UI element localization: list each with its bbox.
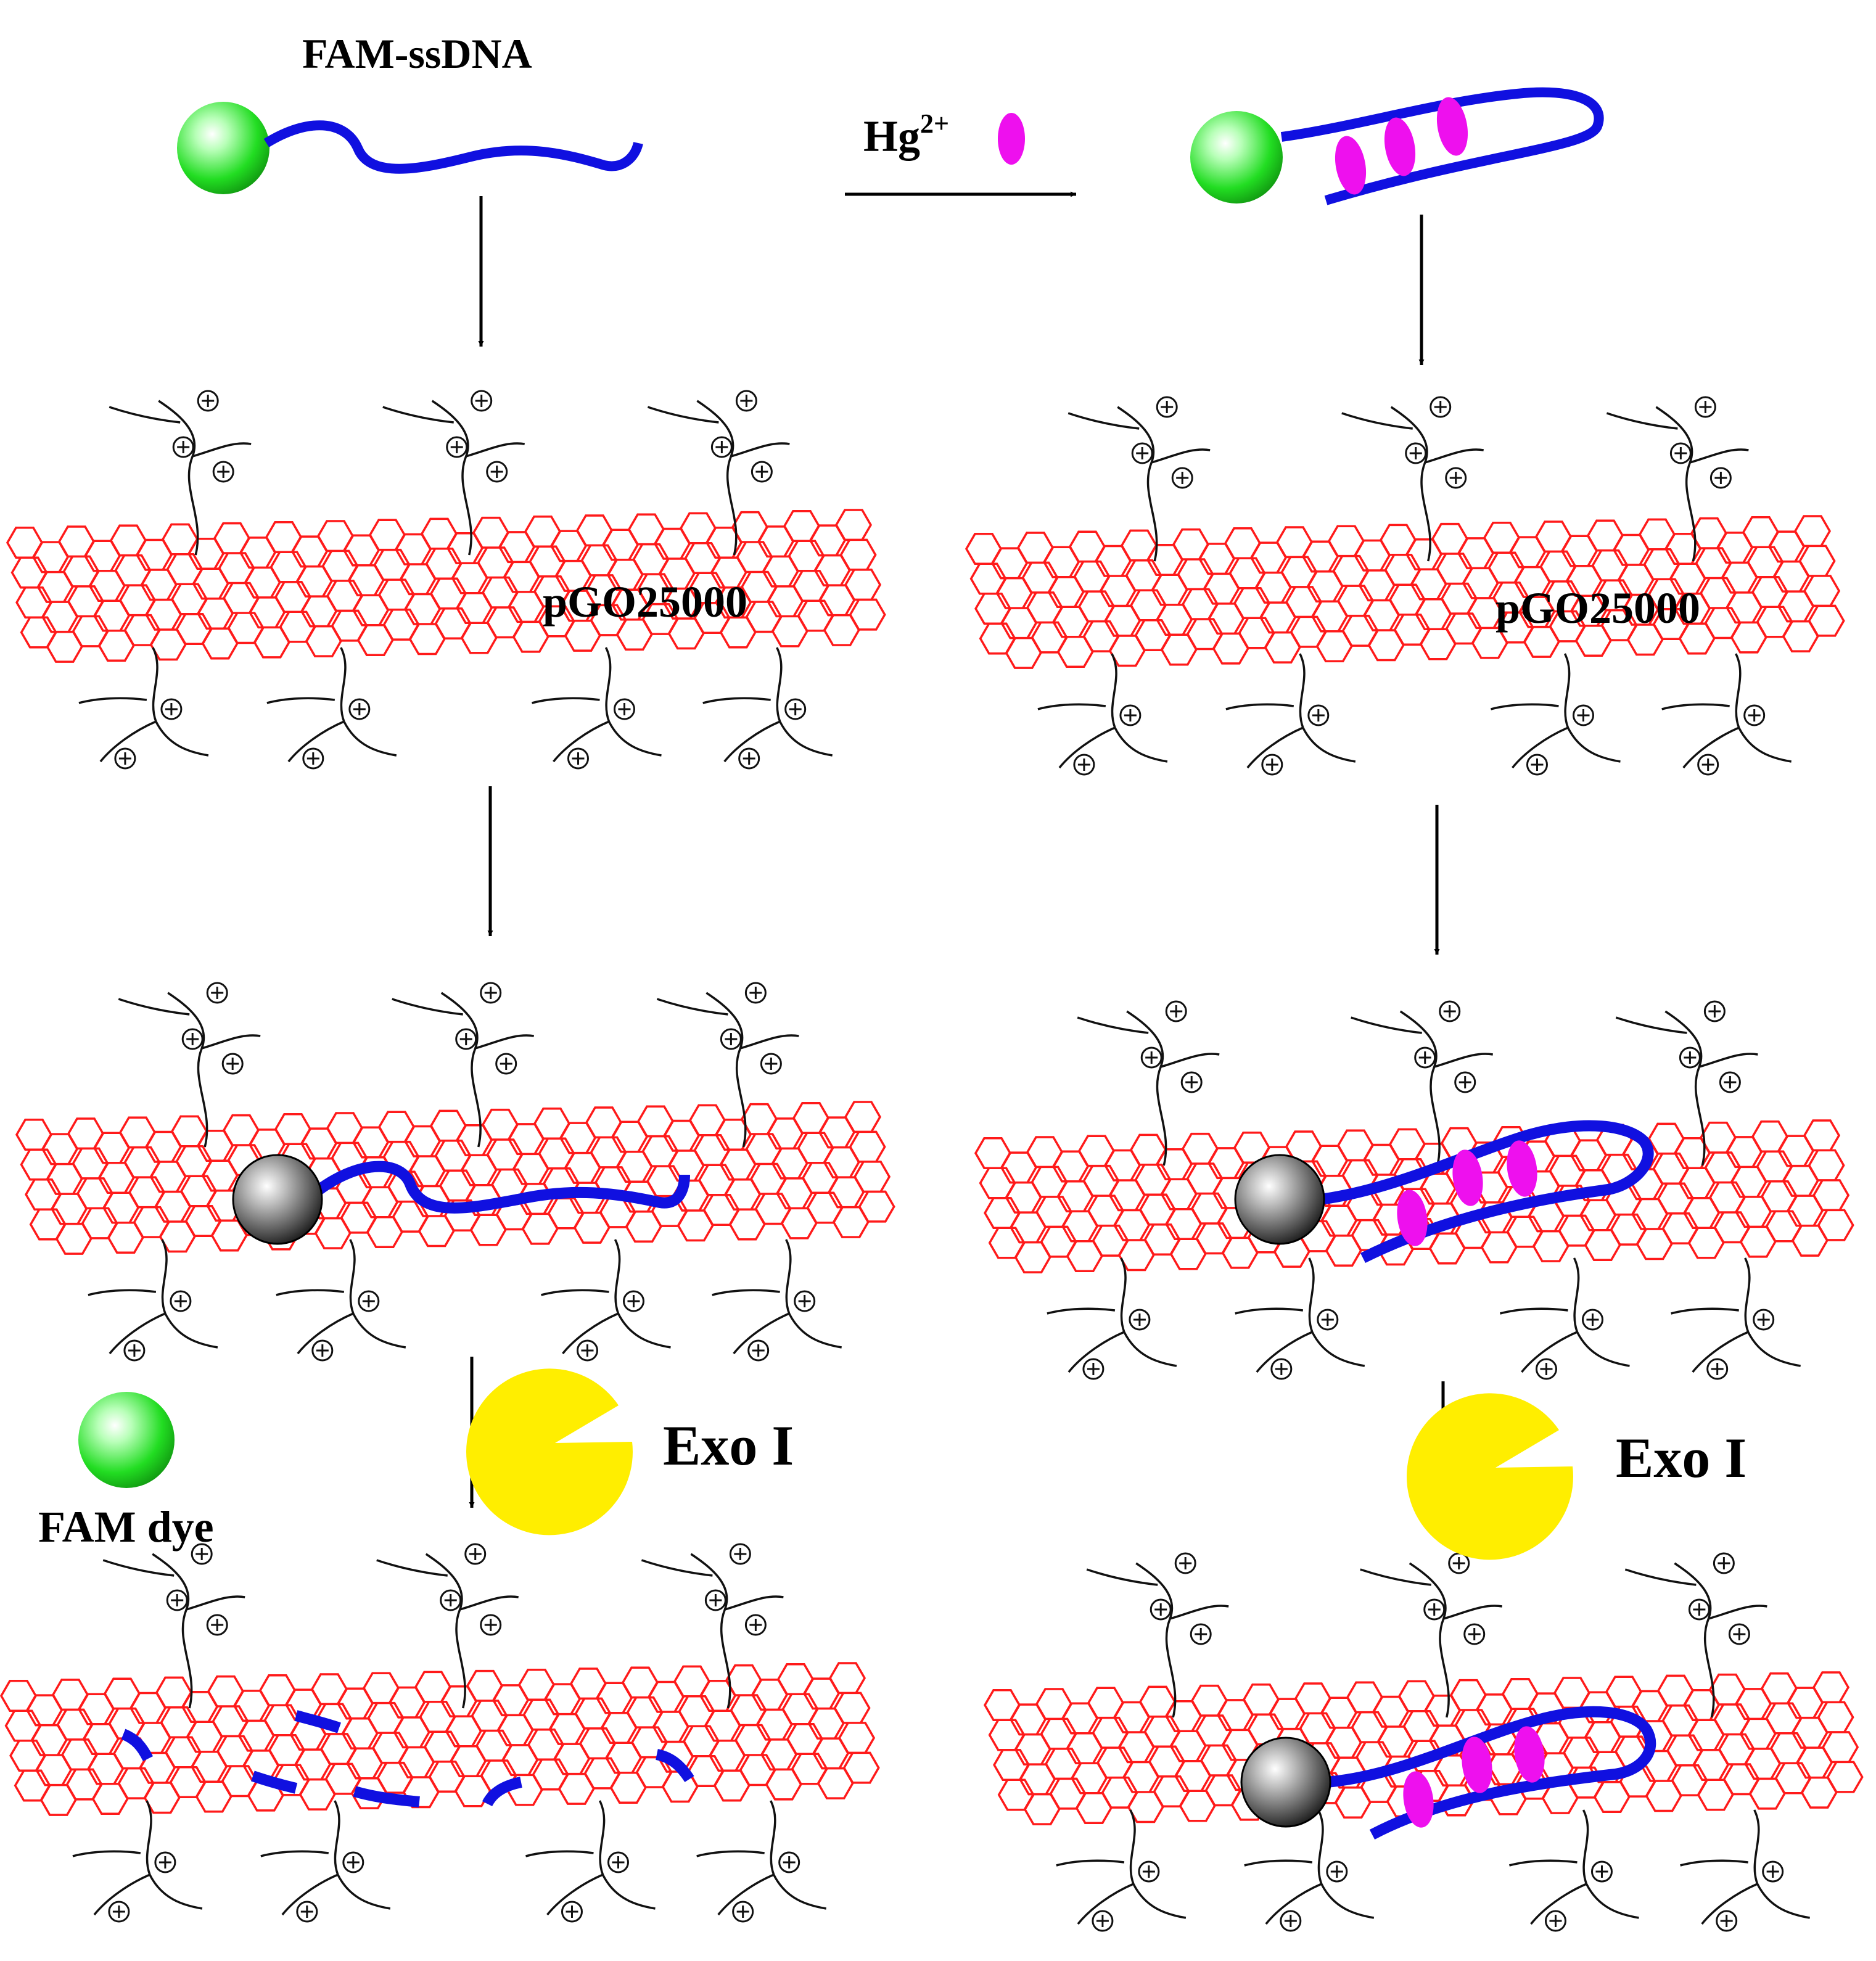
cationic-polymer-chain xyxy=(1068,406,1211,562)
cationic-polymer-chain xyxy=(72,1800,203,1916)
cationic-polymer-chain xyxy=(1086,1562,1229,1718)
cationic-polymer-chain xyxy=(1225,653,1356,769)
adsorbed-ssdna-left xyxy=(311,1161,690,1214)
pgo-sheet-left-3 xyxy=(0,1543,880,1923)
digested-dna-fragments xyxy=(121,1710,694,1807)
hg-bridge-mid-1 xyxy=(1397,1190,1428,1246)
hg-ion-label: Hg2+ xyxy=(863,109,949,161)
hg-bridge-bot-2 xyxy=(1462,1737,1492,1793)
graphene-lattice xyxy=(965,515,1845,669)
cationic-polymer-chain xyxy=(641,1553,784,1709)
cationic-polymer-chain xyxy=(260,1800,391,1916)
cationic-polymer-chain xyxy=(1509,1809,1639,1925)
pgo-sheet-left-1 xyxy=(6,390,886,770)
pgo-label-left: pGO25000 xyxy=(543,577,747,627)
cationic-polymer-chain xyxy=(1624,1562,1767,1718)
cationic-polymer-chain xyxy=(702,647,833,763)
cationic-polymer-chain xyxy=(1680,1809,1810,1925)
cationic-polymer-chain xyxy=(1037,653,1168,769)
cationic-polymer-chain xyxy=(88,1239,218,1355)
adsorbed-hairpin-right xyxy=(1319,1120,1654,1264)
cationic-polymer-chain xyxy=(1235,1257,1365,1373)
hg-bridge-1 xyxy=(1335,136,1367,195)
graphene-lattice xyxy=(6,509,886,663)
cationic-polymer-chain xyxy=(1244,1809,1375,1925)
graphene-lattice xyxy=(0,1662,880,1816)
cationic-polymer-chain xyxy=(656,992,799,1148)
cationic-polymer-chain xyxy=(1606,406,1749,562)
cationic-polymer-chain xyxy=(102,1553,245,1709)
ssdna-strand-free xyxy=(263,120,643,174)
cationic-polymer-chain xyxy=(376,1553,519,1709)
hg-bridge-2 xyxy=(1384,117,1416,176)
cationic-polymer-chain xyxy=(525,1800,656,1916)
pgo-sheet-left-2 xyxy=(15,982,895,1362)
hairpin-strand xyxy=(1280,87,1604,205)
fam-dye-label: FAM dye xyxy=(38,1502,214,1552)
released-fam-dye xyxy=(78,1392,175,1488)
cationic-polymer-chain xyxy=(1077,1010,1220,1166)
cationic-polymer-chain xyxy=(382,400,525,556)
cationic-polymer-chain xyxy=(1341,406,1484,562)
cationic-polymer-chain xyxy=(647,400,790,556)
hg-ion-icon xyxy=(998,113,1025,165)
cationic-polymer-chain xyxy=(1491,653,1621,769)
hg-bridge-bot-3 xyxy=(1514,1726,1545,1783)
cationic-polymer-chain xyxy=(1047,1257,1177,1373)
cationic-polymer-chain xyxy=(392,992,535,1148)
fam-fluorophore-free xyxy=(177,102,269,194)
exo-i-enzyme-left xyxy=(466,1368,633,1536)
cationic-polymer-chain xyxy=(532,647,662,763)
protected-hairpin-right xyxy=(1325,1706,1656,1840)
cationic-polymer-chain xyxy=(109,400,252,556)
cationic-polymer-chain xyxy=(1661,653,1792,769)
graphene-lattice xyxy=(15,1101,895,1255)
fam-fluorophore-hairpin xyxy=(1190,111,1283,204)
cationic-polymer-chain xyxy=(1056,1809,1187,1925)
cationic-polymer-chain xyxy=(1500,1257,1630,1373)
hg-bridge-mid-2 xyxy=(1452,1149,1483,1206)
quenched-fam-right xyxy=(1234,1154,1325,1245)
quenched-fam-left xyxy=(232,1154,323,1245)
cationic-polymer-chain xyxy=(118,992,261,1148)
cationic-polymer-chain xyxy=(78,647,209,763)
hg-bridge-mid-3 xyxy=(1507,1140,1537,1197)
cationic-polymer-chain xyxy=(1615,1010,1758,1166)
cationic-polymer-chain xyxy=(1360,1562,1503,1718)
pgo-sheet-right-3 xyxy=(983,1552,1864,1932)
cationic-polymer-chain xyxy=(541,1239,671,1355)
fam-ssdna-label: FAM-ssDNA xyxy=(302,30,532,77)
pgo-sheet-right-2 xyxy=(974,1000,1854,1380)
cationic-polymer-chain xyxy=(1671,1257,1801,1373)
cationic-polymer-chain xyxy=(712,1239,842,1355)
exo-i-enzyme-right xyxy=(1406,1393,1573,1560)
quenched-fam-bottom-right xyxy=(1240,1737,1331,1828)
pgo-label-right: pGO25000 xyxy=(1495,583,1700,633)
hg-bridge-3 xyxy=(1436,97,1468,156)
cationic-polymer-chain xyxy=(696,1800,826,1916)
exo-i-label-left: Exo I xyxy=(663,1414,794,1477)
pgo-sheet-right-1 xyxy=(965,396,1845,776)
cationic-polymer-chain xyxy=(276,1239,406,1355)
exo-i-label-right: Exo I xyxy=(1616,1426,1746,1489)
cationic-polymer-chain xyxy=(1351,1010,1494,1166)
cationic-polymer-chain xyxy=(266,647,397,763)
hg-bridge-bot-1 xyxy=(1403,1771,1434,1828)
